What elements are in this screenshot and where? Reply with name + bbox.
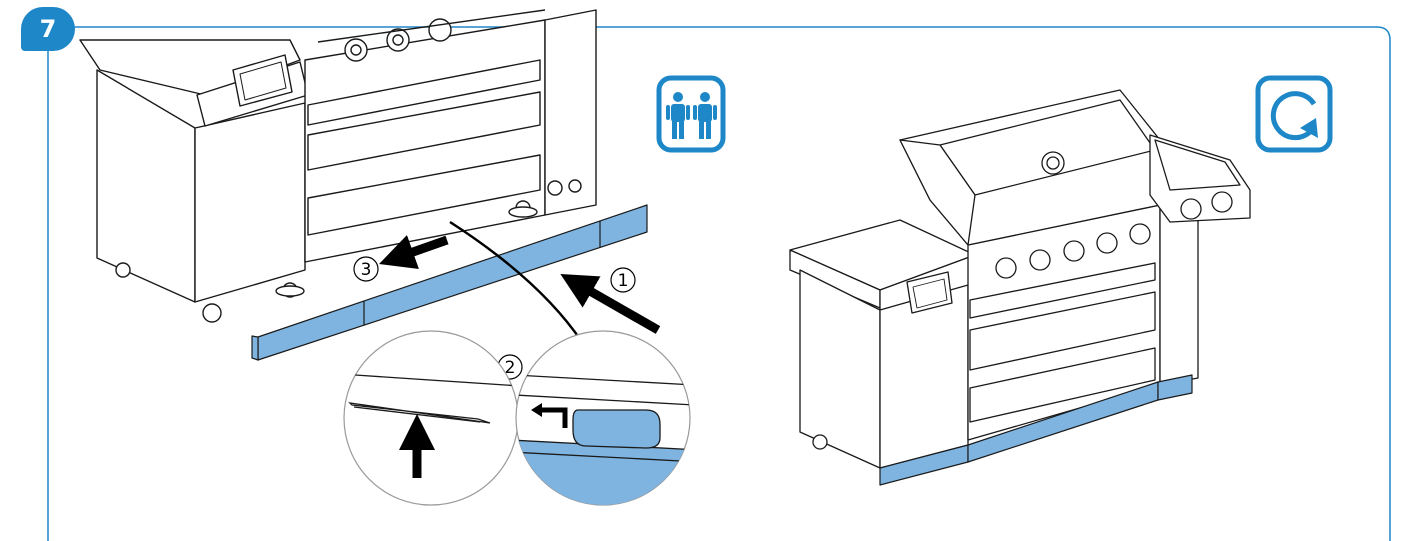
step-number-badge: 7	[21, 7, 75, 51]
svg-text:2: 2	[505, 358, 516, 378]
svg-text:3: 3	[361, 260, 372, 280]
arrow-push-in	[560, 274, 661, 334]
arrow-slide-left	[379, 235, 449, 269]
two-person-lift-icon	[656, 75, 726, 153]
arrow-l-shape	[541, 407, 568, 428]
grill-base-closeup	[79, 9, 597, 323]
detail-circle-slot	[343, 330, 519, 506]
callout-3: 3	[353, 256, 379, 282]
kick-panel-installed	[879, 374, 1193, 486]
detail-circle-tab	[515, 330, 691, 506]
detail-leader-line	[449, 220, 584, 343]
svg-text:1: 1	[618, 271, 629, 291]
callout-1: 1	[610, 267, 636, 293]
grill-complete-view	[789, 89, 1251, 469]
rotate-view-icon	[1255, 75, 1333, 153]
kick-panel	[251, 204, 648, 361]
